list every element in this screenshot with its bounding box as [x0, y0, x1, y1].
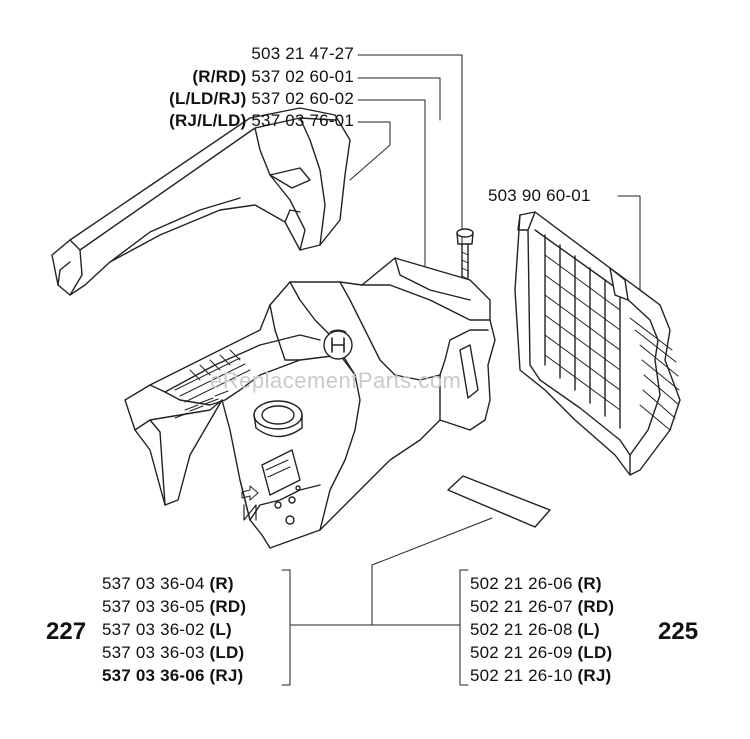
part-number: 537 03 36-02 — [102, 620, 205, 639]
variant: (R) — [209, 574, 234, 593]
variant: (LD) — [209, 643, 245, 662]
callout-top-1: 503 21 47-27 — [110, 44, 354, 64]
variant: (RJ) — [577, 666, 612, 685]
left-item-3: 537 03 36-02 (L) — [102, 620, 232, 640]
part-number: 502 21 26-07 — [470, 597, 573, 616]
callout-air-filter: 503 90 60-01 — [488, 186, 591, 205]
variant: (L) — [209, 620, 232, 639]
callout-part-number: 537 02 60-02 — [251, 89, 354, 108]
part-number: 502 21 26-06 — [470, 574, 573, 593]
right-item-2: 502 21 26-07 (RD) — [470, 597, 614, 617]
ref-number-left: 227 — [46, 618, 87, 645]
callout-top-2: (R/RD) 537 02 60-01 — [110, 67, 354, 87]
callout-top-3: (L/LD/RJ) 537 02 60-02 — [80, 89, 354, 109]
callout-variant: (RJ/L/LD) — [169, 111, 247, 130]
left-item-2: 537 03 36-05 (RD) — [102, 597, 246, 617]
right-item-4: 502 21 26-09 (LD) — [470, 643, 612, 663]
decal-part — [447, 475, 551, 528]
variant: (LD) — [577, 643, 613, 662]
left-item-4: 537 03 36-03 (LD) — [102, 643, 244, 663]
part-number: 537 03 36-04 — [102, 574, 205, 593]
callout-part-number: 537 02 60-01 — [251, 67, 354, 86]
left-item-1: 537 03 36-04 (R) — [102, 574, 234, 594]
cylinder-cover-part — [124, 257, 496, 549]
watermark-text: eReplacementParts.com — [210, 368, 462, 393]
ref-number-right: 225 — [658, 618, 699, 645]
variant: (L) — [577, 620, 600, 639]
callout-part-number: 537 03 76-01 — [251, 111, 354, 130]
variant: (RJ) — [209, 666, 244, 685]
vent-slots — [174, 349, 251, 419]
part-number: 502 21 26-10 — [470, 666, 573, 685]
part-number: 502 21 26-08 — [470, 620, 573, 639]
right-item-3: 502 21 26-08 (L) — [470, 620, 600, 640]
callout-top-4: (RJ/L/LD) 537 03 76-01 — [80, 111, 354, 131]
callout-part-number: 503 21 47-27 — [251, 44, 354, 63]
right-item-5: 502 21 26-10 (RJ) — [470, 666, 611, 686]
top-cover-part — [51, 107, 351, 296]
variant: (R) — [577, 574, 602, 593]
left-item-5: 537 03 36-06 (RJ) — [102, 666, 243, 686]
callout-variant: (L/LD/RJ) — [169, 89, 247, 108]
leader-lines-bottom — [281, 517, 493, 686]
part-number: 537 03 36-06 — [102, 666, 205, 685]
variant: (RD) — [209, 597, 247, 616]
part-number: 502 21 26-09 — [470, 643, 573, 662]
callout-variant: (R/RD) — [192, 67, 247, 86]
part-number: 537 03 36-03 — [102, 643, 205, 662]
part-number: 537 03 36-05 — [102, 597, 205, 616]
right-item-1: 502 21 26-06 (R) — [470, 574, 602, 594]
air-filter-part — [514, 211, 681, 476]
variant: (RD) — [577, 597, 615, 616]
